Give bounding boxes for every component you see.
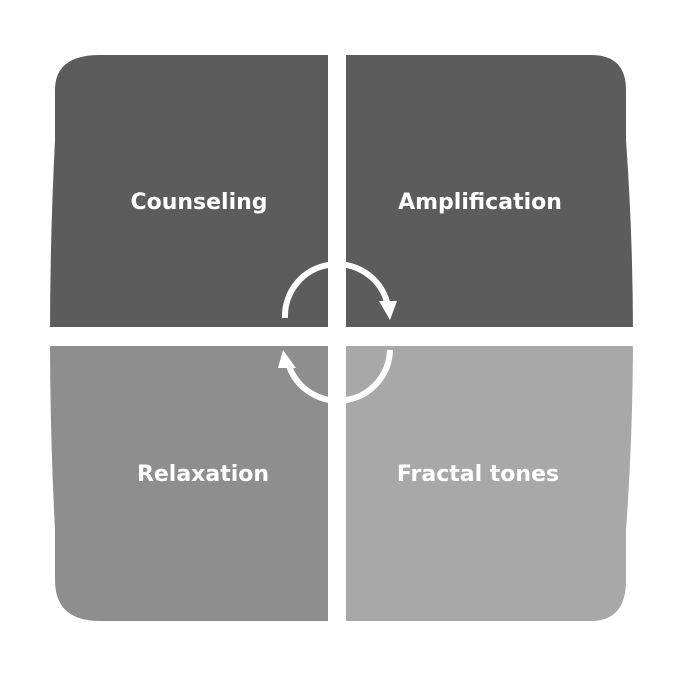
quadrant-fractal-tones: [346, 346, 633, 621]
quadrant-label-amplification: Amplification: [398, 190, 562, 215]
quadrant-counseling: [50, 55, 328, 327]
quadrant-label-relaxation: Relaxation: [137, 462, 269, 487]
cycle-arrow-lower-arc: [286, 349, 393, 404]
quadrant-label-fractal-tones: Fractal tones: [397, 462, 559, 487]
quadrant-label-counseling: Counseling: [130, 190, 267, 215]
cycle-arrow-head-right: [379, 301, 397, 320]
circular-arrows-icon: [281, 261, 393, 404]
quadrant-amplification: [346, 55, 633, 327]
cycle-arrow-upper-arc: [281, 261, 390, 319]
cycle-arrow-head-left: [278, 350, 296, 368]
quadrant-relaxation: [50, 346, 328, 621]
